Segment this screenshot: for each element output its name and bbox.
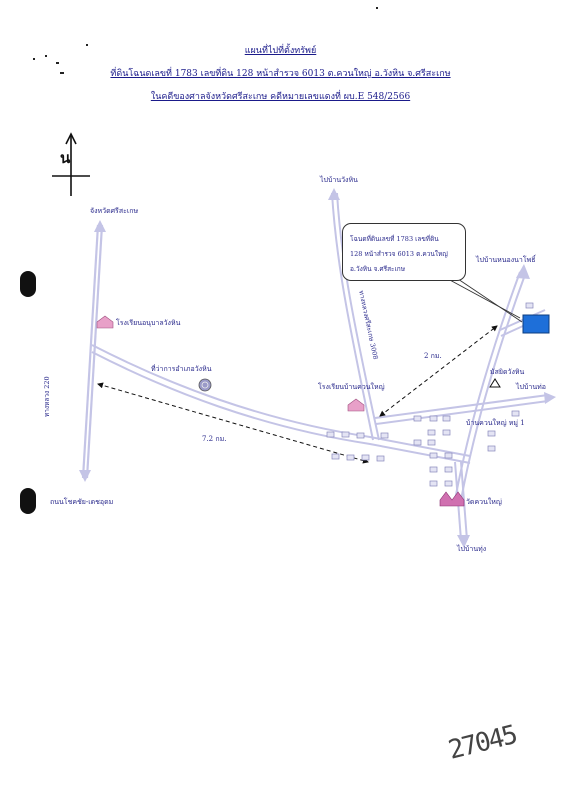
label-school-khuanyai: โรงเรียนบ้านควนใหญ่: [318, 383, 385, 391]
label-to-sisaket: จังหวัดศรีสะเกษ: [90, 207, 139, 215]
callout-line-2: 128 หน้าสำรวจ 6013 ต.ควนใหญ่: [350, 250, 448, 258]
distance-label-long: 7.2 กม.: [202, 435, 227, 443]
label-temple: วัดควนใหญ่: [466, 498, 502, 506]
label-to-ban-tho: ไปบ้านท่อ: [516, 383, 546, 391]
subject-parcel-marker: [522, 314, 550, 334]
scan-marks: [33, 7, 378, 74]
distance-label-short: 2 กม.: [424, 352, 442, 360]
temple-icon: [439, 491, 465, 507]
main-road: [91, 344, 471, 464]
label-to-ban-thung: ไปบ้านทุ่ง: [457, 545, 487, 553]
label-road-to-chokchai: ถนนโชคชัย-เดชอุดม: [50, 498, 114, 506]
label-district-office: ที่ว่าการอำเภอวังหิน: [151, 365, 212, 373]
district-office-icon: [198, 378, 212, 392]
map-title: แผนที่ไปที่ตั้งทรัพย์: [244, 46, 317, 56]
kindergarten-school-icon: [96, 315, 114, 329]
label-kindergarten: โรงเรียนอนุบาลวังหิน: [116, 319, 181, 327]
punch-hole-bottom: [20, 488, 36, 514]
label-highway-220: ทางหลวง 220: [43, 376, 51, 417]
callout-pointer-2: [457, 278, 523, 323]
mosque-icon: [489, 378, 501, 388]
village-houses: [326, 302, 534, 487]
highway-220-road: [81, 224, 104, 479]
khuanyai-school-icon: [347, 398, 365, 412]
north-label: น: [60, 149, 71, 167]
callout-line-1: โฉนดที่ดินเลขที่ 1783 เลขที่ดิน: [350, 235, 439, 243]
label-to-wanghin: ไปบ้านวังหิน: [320, 176, 358, 184]
label-mosque: มัสยิดวังหิน: [490, 368, 525, 376]
court-case-title: ในคดีของศาลจังหวัดศรีสะเกษ คดีหมายเลขแดง…: [150, 92, 411, 102]
north-arrow-icon: [52, 132, 90, 196]
distance-line-long: [97, 382, 369, 464]
parcel-callout: โฉนดที่ดินเลขที่ 1783 เลขที่ดิน 128 หน้า…: [342, 223, 466, 281]
distance-line-short: [379, 325, 498, 417]
label-village: บ้านควนใหญ่ หมู่ 1: [466, 419, 525, 427]
label-to-nongnawa: ไปบ้านหนองนาโพธิ์: [476, 256, 536, 264]
punch-hole-top: [20, 271, 36, 297]
callout-pointer: [447, 278, 521, 319]
callout-line-3: อ.วังหิน จ.ศรีสะเกษ: [350, 265, 405, 273]
parcel-title: ที่ดินโฉนดเลขที่ 1783 เลขที่ดิน 128 หน้า…: [110, 69, 451, 79]
